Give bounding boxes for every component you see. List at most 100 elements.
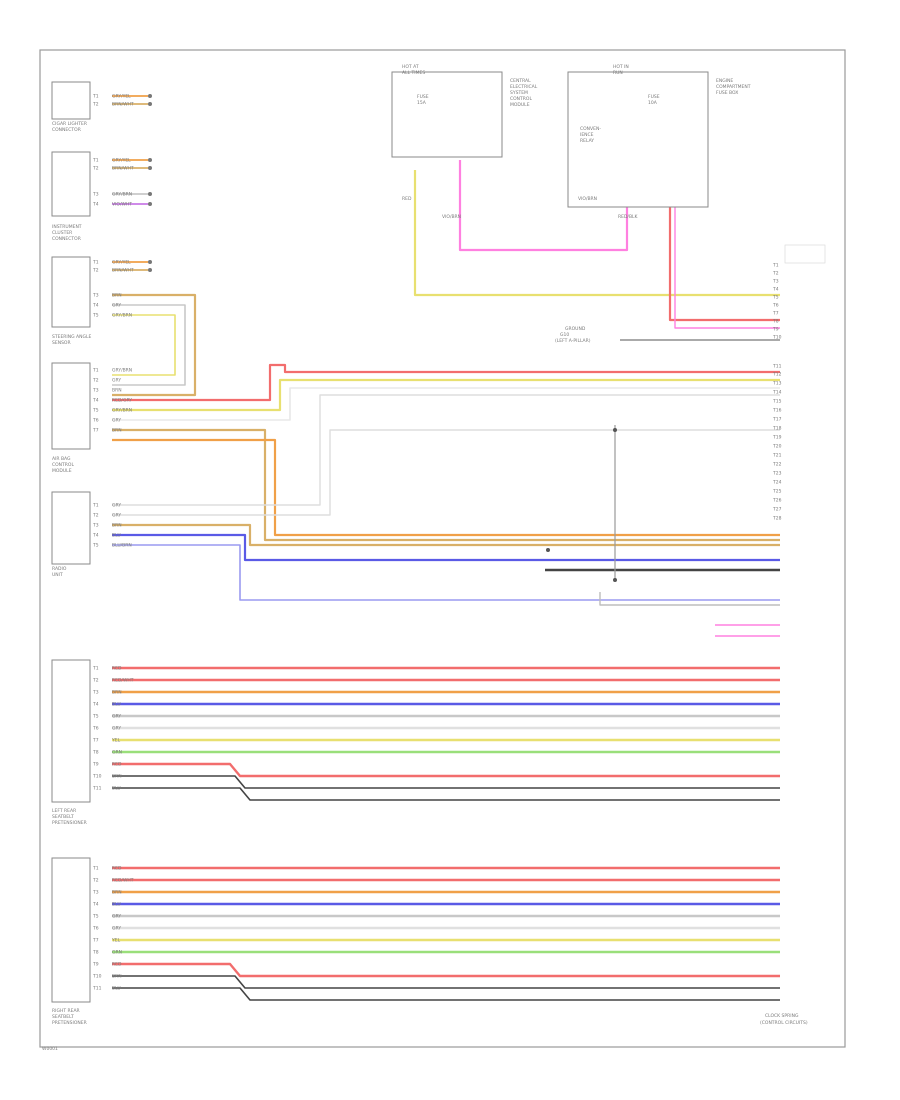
component-c7-pin-1: T2	[92, 878, 99, 884]
component-c3-pin-3: T4	[92, 303, 99, 309]
component-c7-pin-6: T7	[92, 938, 99, 944]
component-c7-wire-6: YEL	[111, 938, 121, 944]
component-c5-pin-0: T1	[92, 503, 99, 509]
component-c1-wire-0: GRY/YEL	[112, 94, 131, 100]
component-c5-wire-0: GRY	[112, 503, 121, 509]
module-m2-wire-0: VIO/BRN	[578, 196, 597, 202]
component-c2-wire-2: GRY/BRN	[112, 192, 132, 198]
module-m1-header-0: HOT AT	[402, 64, 419, 70]
component-c6-wire-3: BLU	[112, 702, 121, 708]
component-c1-pin-1: T2	[92, 102, 99, 108]
component-c4-wire-3: RED/GRY	[112, 398, 132, 404]
component-c7-wire-4: GRY	[112, 914, 121, 920]
component-c5-wire-3: BLU	[112, 533, 121, 539]
clock-spring-label-box	[784, 244, 826, 264]
radio-gry-2	[112, 429, 780, 516]
ground-label-3: (LEFT A-PILLAR)	[555, 338, 591, 344]
clock-spring-pin-6: T6	[772, 303, 779, 309]
module-m2	[567, 71, 709, 208]
component-c6-wire-7: GRN	[112, 750, 122, 756]
label-layer: T1T2T3T4T5T6T7T8T9T10T11T12T13T14T15T16T…	[52, 64, 782, 1026]
component-c4	[51, 362, 91, 450]
acm-brn-2	[112, 438, 780, 537]
clock-spring-pin-26: T26	[772, 498, 782, 504]
component-c3-wire-3: GRY	[112, 303, 121, 309]
clock-spring-pin-2: T2	[772, 271, 779, 277]
c2-stub-3-end	[148, 192, 152, 196]
component-c6-wire-2: BRN	[112, 690, 122, 696]
top-red-blk	[668, 195, 780, 322]
component-c6-pin-6: T7	[92, 738, 99, 744]
component-c6-pin-4: T5	[92, 714, 99, 720]
bundle-1-wire-9	[112, 975, 780, 989]
component-c3-pin-4: T5	[92, 313, 99, 319]
component-c6-pin-7: T8	[92, 750, 99, 756]
sas-loop-brn	[112, 293, 197, 397]
component-c7-pin-8: T9	[92, 962, 99, 968]
splice-dot-3	[546, 548, 550, 552]
component-c3-pin-1: T2	[92, 268, 99, 274]
component-c7-wire-10: BLU	[112, 986, 121, 992]
wire-layer	[112, 95, 780, 1001]
top-gry-yel	[413, 170, 780, 297]
module-m1-header-1: ALL TIMES	[402, 70, 425, 76]
component-c6-wire-10: BLU	[112, 786, 121, 792]
module-m1-side-4: MODULE	[510, 102, 530, 108]
acm-brn	[112, 428, 780, 542]
clock-spring-pin-5: T5	[772, 295, 779, 301]
module-m2-side-2: FUSE BOX	[716, 90, 738, 96]
sas-loop-yel	[112, 314, 176, 376]
component-c2-name-2: CONNECTOR	[52, 236, 81, 242]
clock-spring-pin-14: T14	[772, 390, 782, 396]
component-c6-pin-8: T9	[92, 762, 99, 768]
component-c2-pin-2: T3	[92, 192, 99, 198]
module-m1-fuse-0: FUSE	[417, 94, 429, 100]
module-m2-side-1: COMPARTMENT	[716, 84, 751, 90]
module-m2-inner-2: RELAY	[580, 138, 594, 144]
component-c4-wire-2: BRN	[112, 388, 122, 394]
component-c7-pin-0: T1	[92, 866, 99, 872]
clock-spring-pin-7: T7	[772, 311, 779, 317]
component-c4-name-1: CONTROL	[52, 462, 74, 468]
module-m1-fuse-1: 15A	[417, 100, 427, 106]
component-c6-pin-3: T4	[92, 702, 99, 708]
splice-dot-1	[613, 428, 617, 432]
component-c4-pin-3: T4	[92, 398, 99, 404]
component-c4-pin-5: T6	[92, 418, 99, 424]
component-c4-pin-0: T1	[92, 368, 99, 374]
component-c6-name-1: SEATBELT	[52, 814, 74, 820]
clock-spring-pin-8: T8	[772, 319, 779, 325]
component-c3-pin-0: T1	[92, 260, 99, 266]
clock-spring-pin-22: T22	[772, 462, 782, 468]
component-c3-name-1: SENSOR	[52, 340, 71, 346]
c1-stub-2-end	[148, 102, 152, 106]
component-c1-pin-0: T1	[92, 94, 99, 100]
component-c4-name-2: MODULE	[52, 468, 72, 474]
clock-spring-pin-25: T25	[772, 489, 782, 495]
component-c2	[51, 151, 91, 217]
footer-line-2: (CONTROL CIRCUITS)	[760, 1020, 808, 1026]
component-c7-wire-9: BRN	[112, 974, 122, 980]
component-c3	[51, 256, 91, 328]
corner-code: W0001	[42, 1046, 58, 1052]
component-c2-wire-1: BRN/WHT	[112, 166, 134, 172]
component-c1	[51, 81, 91, 120]
component-c6-wire-1: RED/WHT	[112, 678, 134, 684]
component-c6-wire-0: RED	[112, 666, 122, 672]
component-c4-pin-6: T7	[92, 428, 99, 434]
component-c5	[51, 491, 91, 565]
radio-blu-brn	[112, 544, 780, 601]
acm-gry	[112, 387, 780, 421]
module-m1-wire-1: VIO/BRN	[442, 214, 461, 220]
component-c5-name-0: RADIO	[52, 566, 67, 572]
component-c5-wire-4: BLU/BRN	[112, 543, 132, 549]
bundle-0-wire-10	[112, 787, 780, 801]
component-c7-wire-7: GRN	[112, 950, 122, 956]
top-vio-brn-2	[674, 195, 780, 329]
module-m1-wire-0: RED	[402, 196, 412, 202]
clock-spring-pin-13: T13	[772, 381, 782, 387]
component-c2-name-0: INSTRUMENT	[52, 224, 82, 230]
component-c6-pin-2: T3	[92, 690, 99, 696]
component-c4-wire-1: GRY	[112, 378, 121, 384]
component-c4-pin-4: T5	[92, 408, 99, 414]
